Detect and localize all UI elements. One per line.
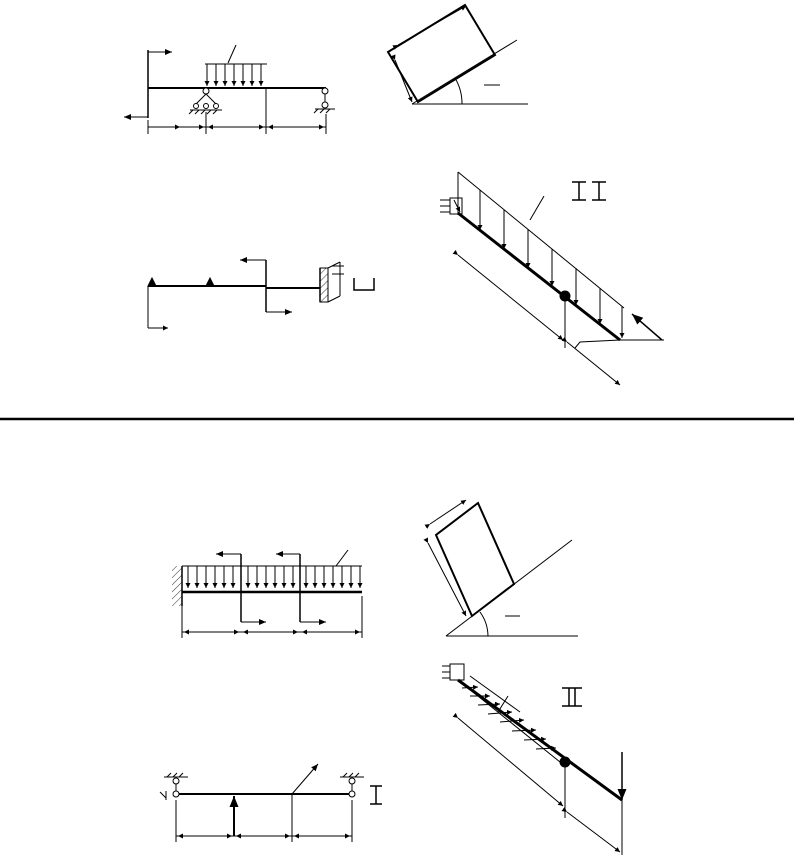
dimension-2 bbox=[561, 806, 620, 852]
fixed-support bbox=[442, 664, 464, 680]
load-envelope-top bbox=[470, 676, 520, 712]
dimension-1 bbox=[452, 712, 563, 806]
load-leader bbox=[498, 696, 508, 712]
dimension-a bbox=[392, 6, 466, 50]
incline bbox=[412, 40, 517, 104]
angle-arc bbox=[455, 78, 462, 104]
top-cantilever-beam-figure bbox=[148, 257, 374, 331]
fixed-wall bbox=[320, 268, 328, 302]
fixed-support bbox=[440, 198, 462, 214]
i-section-icon bbox=[370, 786, 382, 804]
load-leader bbox=[530, 196, 544, 220]
i-section-icon bbox=[562, 688, 582, 706]
dimension-a bbox=[424, 500, 466, 529]
inclined-force bbox=[292, 764, 318, 794]
bottom-block-incline-figure bbox=[423, 500, 578, 636]
bottom-inclined-beam-figure bbox=[442, 664, 627, 855]
udl-arrows bbox=[185, 566, 363, 588]
support-right bbox=[340, 773, 364, 797]
angle-arc bbox=[480, 612, 488, 636]
beam bbox=[458, 680, 622, 800]
roller-support-right bbox=[314, 88, 335, 113]
dimension-2 bbox=[561, 336, 620, 385]
load-envelope-top bbox=[458, 172, 624, 308]
dimension-line bbox=[176, 800, 352, 842]
force-inclined-arrow bbox=[632, 314, 662, 340]
dimension-1 bbox=[452, 249, 563, 340]
bottom-cantilever-udl-figure bbox=[172, 550, 363, 638]
dimension-line bbox=[148, 112, 326, 134]
i-beam-section-icon bbox=[572, 182, 606, 200]
end-bracket bbox=[575, 340, 620, 348]
channel-section-icon bbox=[354, 278, 374, 290]
udl-leader bbox=[336, 550, 348, 566]
vertical-load-arrows bbox=[477, 190, 625, 338]
bottom-simply-supported-figure bbox=[160, 764, 382, 842]
support-left bbox=[160, 773, 188, 800]
top-block-incline-figure bbox=[388, 5, 528, 104]
top-inclined-beam-figure bbox=[440, 172, 664, 385]
distributed-load bbox=[204, 45, 267, 86]
dimension-line bbox=[182, 596, 362, 638]
top-overhang-beam-figure bbox=[124, 45, 335, 134]
dimension-b bbox=[390, 54, 412, 102]
block bbox=[436, 503, 514, 616]
fixed-wall bbox=[172, 566, 182, 606]
dimension-b bbox=[423, 537, 466, 616]
pin-support-left bbox=[189, 88, 222, 114]
marker-triangle-1 bbox=[148, 278, 156, 286]
marker-triangle-2 bbox=[206, 278, 214, 286]
